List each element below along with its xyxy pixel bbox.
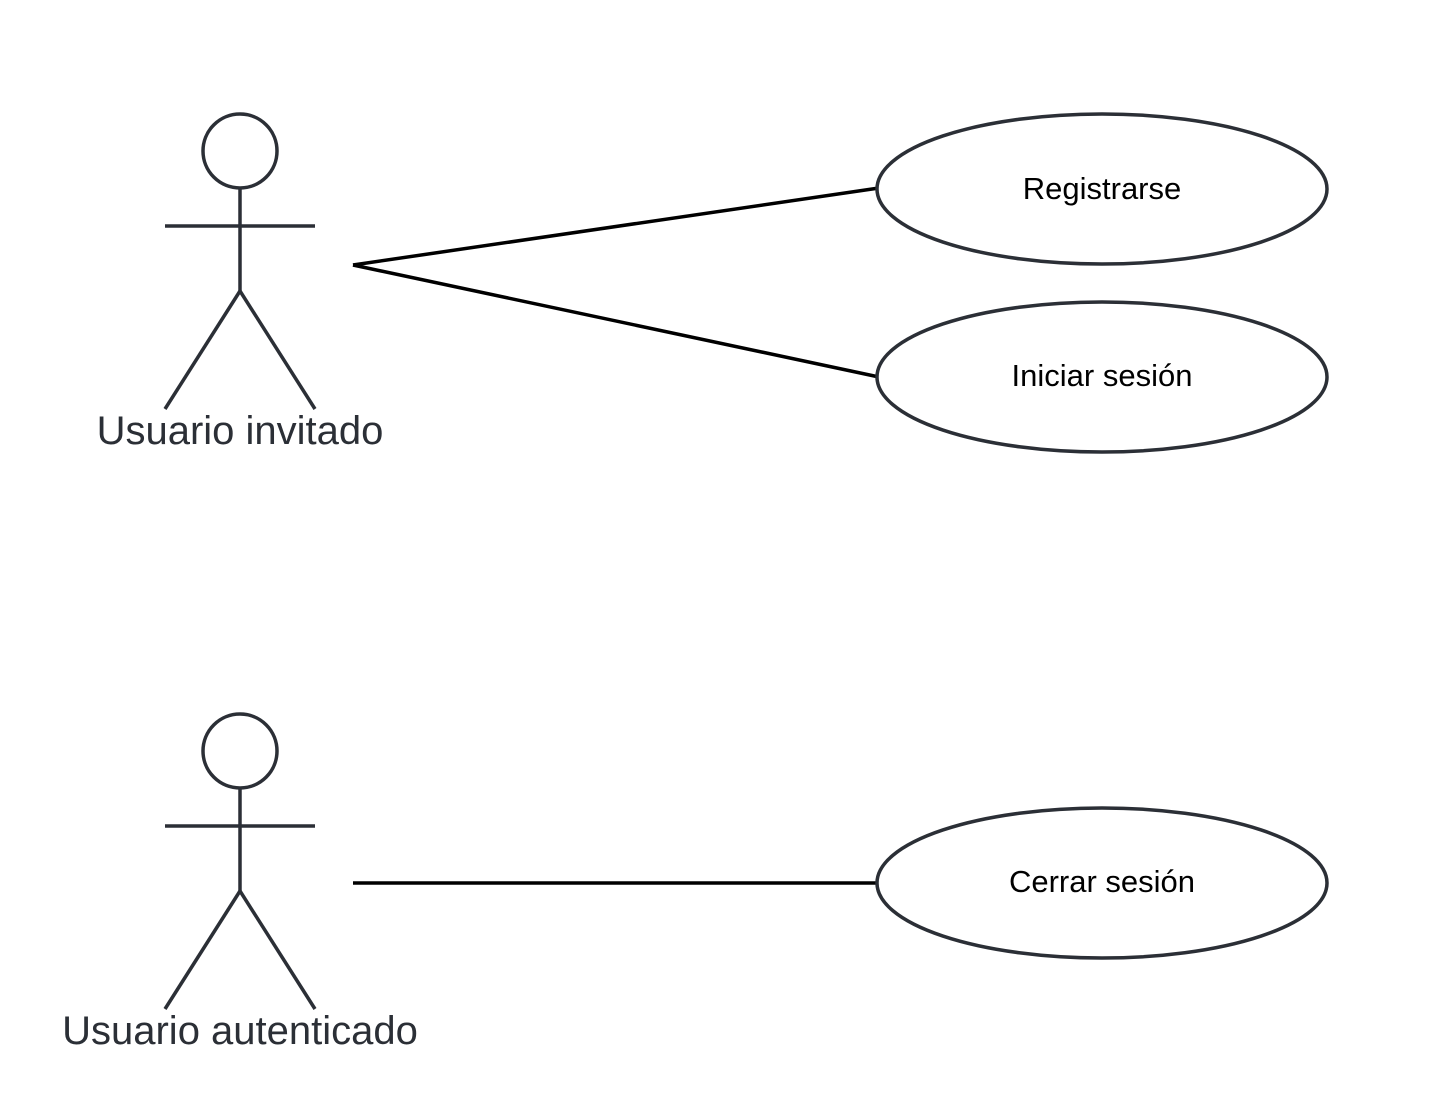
use-case-logout-ellipse xyxy=(875,806,1329,960)
actor-auth[interactable]: Usuario autenticado xyxy=(62,712,418,1053)
association-guest-register xyxy=(352,186,880,267)
use-case-register-ellipse xyxy=(875,112,1329,266)
use-case-login[interactable]: Iniciar sesión xyxy=(875,300,1329,454)
use-case-logout-label: Cerrar sesión xyxy=(1009,864,1195,899)
actor-guest-figure-icon xyxy=(163,112,317,410)
use-case-register[interactable]: Registrarse xyxy=(875,112,1329,266)
use-case-logout[interactable]: Cerrar sesión xyxy=(875,806,1329,960)
use-case-login-label: Iniciar sesión xyxy=(1012,358,1193,393)
actor-guest-label: Usuario invitado xyxy=(97,409,384,453)
actor-auth-figure-icon xyxy=(163,712,317,1010)
actor-auth-label: Usuario autenticado xyxy=(62,1009,418,1053)
association-guest-login xyxy=(352,263,880,379)
use-case-register-label: Registrarse xyxy=(1023,171,1182,206)
use-case-login-ellipse xyxy=(875,300,1329,454)
actor-guest[interactable]: Usuario invitado xyxy=(97,112,384,453)
